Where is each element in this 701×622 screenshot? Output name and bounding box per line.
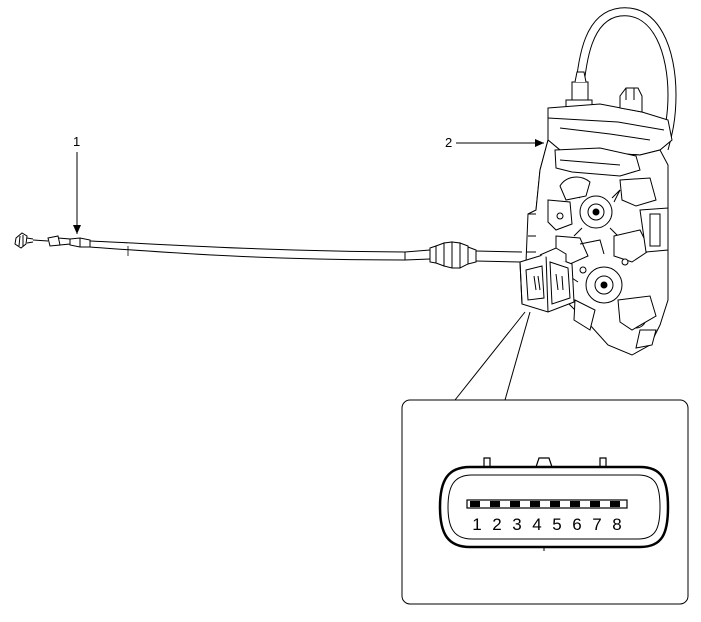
cable-end-fitting	[14, 232, 71, 249]
callout-2: 2	[445, 135, 544, 150]
pin-number: 8	[612, 515, 621, 534]
cable-boot	[429, 241, 523, 269]
body-connector	[519, 247, 575, 313]
pin-number: 5	[552, 515, 561, 534]
detail-leader-lines	[454, 311, 531, 401]
pin-cavities	[470, 501, 620, 507]
callout-1: 1	[73, 134, 81, 234]
pin-number: 6	[572, 515, 581, 534]
callout-2-label: 2	[445, 135, 452, 150]
gear-upper	[571, 189, 621, 237]
cable-assembly	[14, 232, 523, 269]
top-cover	[547, 103, 673, 156]
callout-1-label: 1	[73, 134, 80, 149]
cable-ferrule	[69, 237, 91, 248]
pin-number: 2	[492, 515, 501, 534]
cable-sheath	[89, 240, 431, 261]
connector-detail-inset: 1 2 3 4 5 6 7 8	[401, 399, 689, 605]
gear-lower	[585, 266, 623, 304]
pin-number: 7	[592, 515, 601, 534]
pin-numbers: 1 2 3 4 5 6 7 8	[472, 515, 621, 534]
pin-number: 4	[532, 515, 541, 534]
pin-number: 3	[512, 515, 521, 534]
pin-number: 1	[472, 515, 481, 534]
